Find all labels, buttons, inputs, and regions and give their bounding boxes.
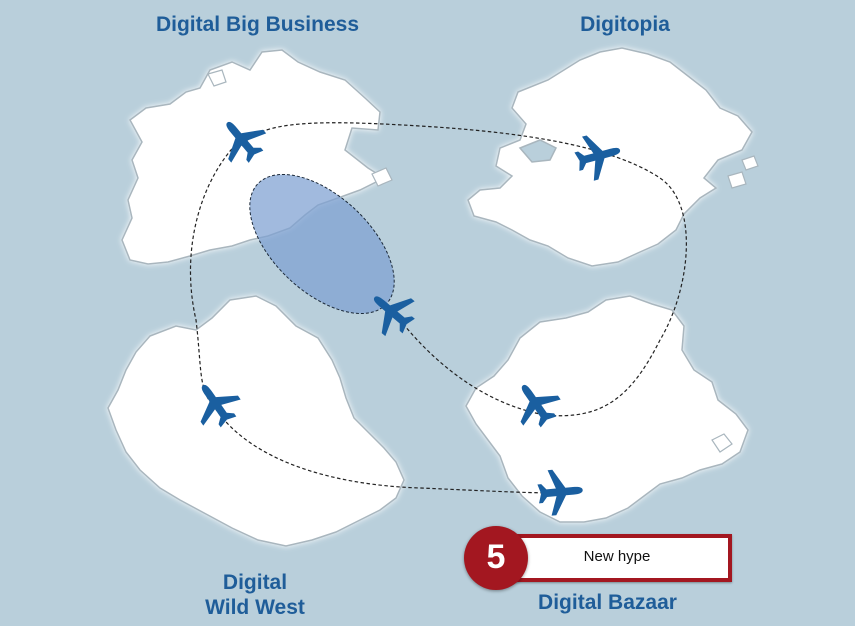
islet-4 bbox=[711, 433, 733, 453]
islet-5 bbox=[371, 167, 393, 187]
route-south bbox=[214, 407, 561, 494]
islet-2 bbox=[727, 171, 747, 189]
islet-3 bbox=[741, 155, 759, 171]
step-number-badge: 5 bbox=[464, 526, 528, 590]
callout-box: New hype bbox=[502, 534, 732, 582]
region-label-bazaar: Digital Bazaar bbox=[538, 591, 677, 614]
island-digitopia-inlet bbox=[518, 139, 558, 163]
step-callout: New hype 5 bbox=[462, 525, 738, 595]
region-label-digitopia: Digitopia bbox=[580, 13, 670, 36]
route-outer bbox=[241, 122, 687, 417]
route-west-loop bbox=[189, 139, 241, 409]
region-label-big-business: Digital Big Business bbox=[155, 13, 360, 36]
callout-text: New hype bbox=[583, 548, 651, 565]
island-bazaar bbox=[465, 295, 749, 523]
island-wild-west bbox=[107, 295, 405, 547]
islet-1 bbox=[207, 69, 227, 87]
step-number: 5 bbox=[486, 538, 506, 576]
region-label-wild-west: Digital Wild West bbox=[205, 571, 305, 619]
island-digitopia bbox=[467, 47, 753, 267]
